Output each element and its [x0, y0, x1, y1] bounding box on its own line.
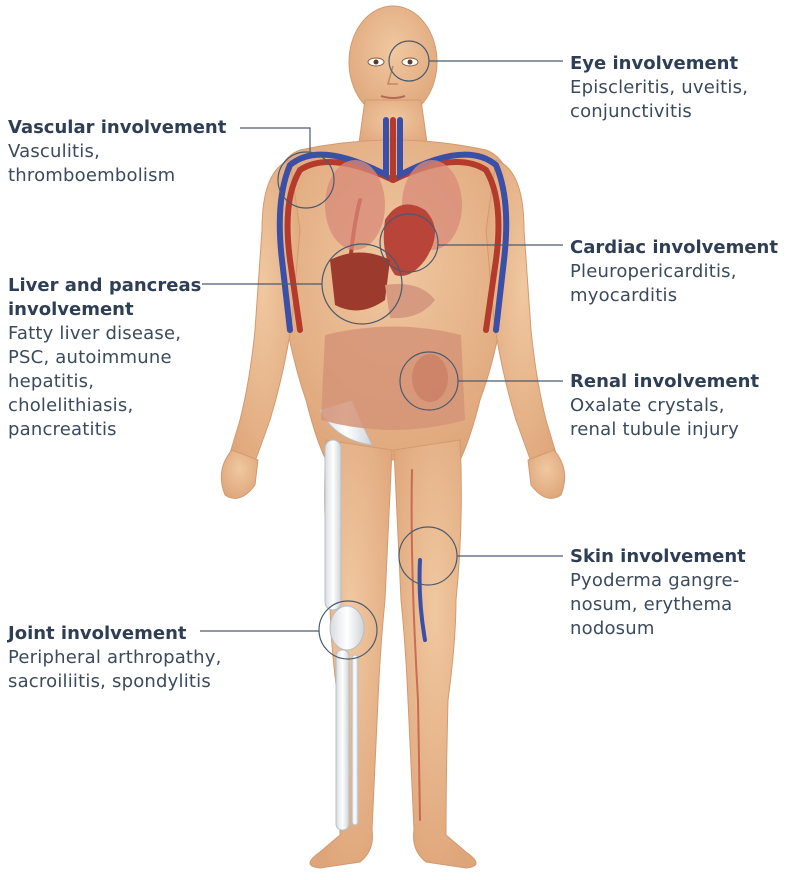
- tibia: [336, 650, 349, 830]
- vascular-line: [240, 128, 310, 152]
- left-leg: [310, 440, 392, 868]
- skin-involvement-label: Skin involvement Pyoderma gangre- nosum,…: [570, 545, 746, 641]
- renal-involvement-label: Renal involvement Oxalate crystals, rena…: [570, 370, 759, 442]
- cardiac-involvement-label: Cardiac involvement Pleuropericarditis, …: [570, 236, 778, 308]
- liver-pancreas-involvement-title: Liver and pancreas involvement: [8, 274, 201, 322]
- liver-pancreas-involvement-label: Liver and pancreas involvement Fatty liv…: [8, 274, 201, 442]
- right-leg: [394, 440, 476, 868]
- femur: [325, 440, 341, 610]
- left-lung: [325, 160, 385, 250]
- vascular-involvement-title: Vascular involvement: [8, 116, 226, 140]
- eye-involvement-label: Eye involvement Episcleritis, uveitis, c…: [570, 52, 748, 124]
- cardiac-involvement-desc: Pleuropericarditis, myocarditis: [570, 260, 778, 308]
- cardiac-involvement-title: Cardiac involvement: [570, 236, 778, 260]
- joint-involvement-label: Joint involvement Peripheral arthropathy…: [8, 622, 222, 694]
- eye-involvement-title: Eye involvement: [570, 52, 748, 76]
- knee-bone: [330, 606, 364, 650]
- liver-pancreas-involvement-desc: Fatty liver disease, PSC, autoimmune hep…: [8, 322, 201, 442]
- skin-involvement-desc: Pyoderma gangre- nosum, erythema nodosum: [570, 569, 746, 641]
- joint-involvement-desc: Peripheral arthropathy, sacroiliitis, sp…: [8, 646, 222, 694]
- fibula: [352, 655, 358, 825]
- liver: [330, 253, 390, 311]
- vascular-involvement-desc: Vasculitis, thromboembolism: [8, 140, 226, 188]
- kidney: [412, 354, 448, 402]
- joint-involvement-title: Joint involvement: [8, 622, 222, 646]
- vascular-involvement-label: Vascular involvement Vasculitis, thrombo…: [8, 116, 226, 188]
- renal-involvement-title: Renal involvement: [570, 370, 759, 394]
- eye-involvement-desc: Episcleritis, uveitis, conjunctivitis: [570, 76, 748, 124]
- renal-involvement-desc: Oxalate crystals, renal tubule injury: [570, 394, 759, 442]
- skin-involvement-title: Skin involvement: [570, 545, 746, 569]
